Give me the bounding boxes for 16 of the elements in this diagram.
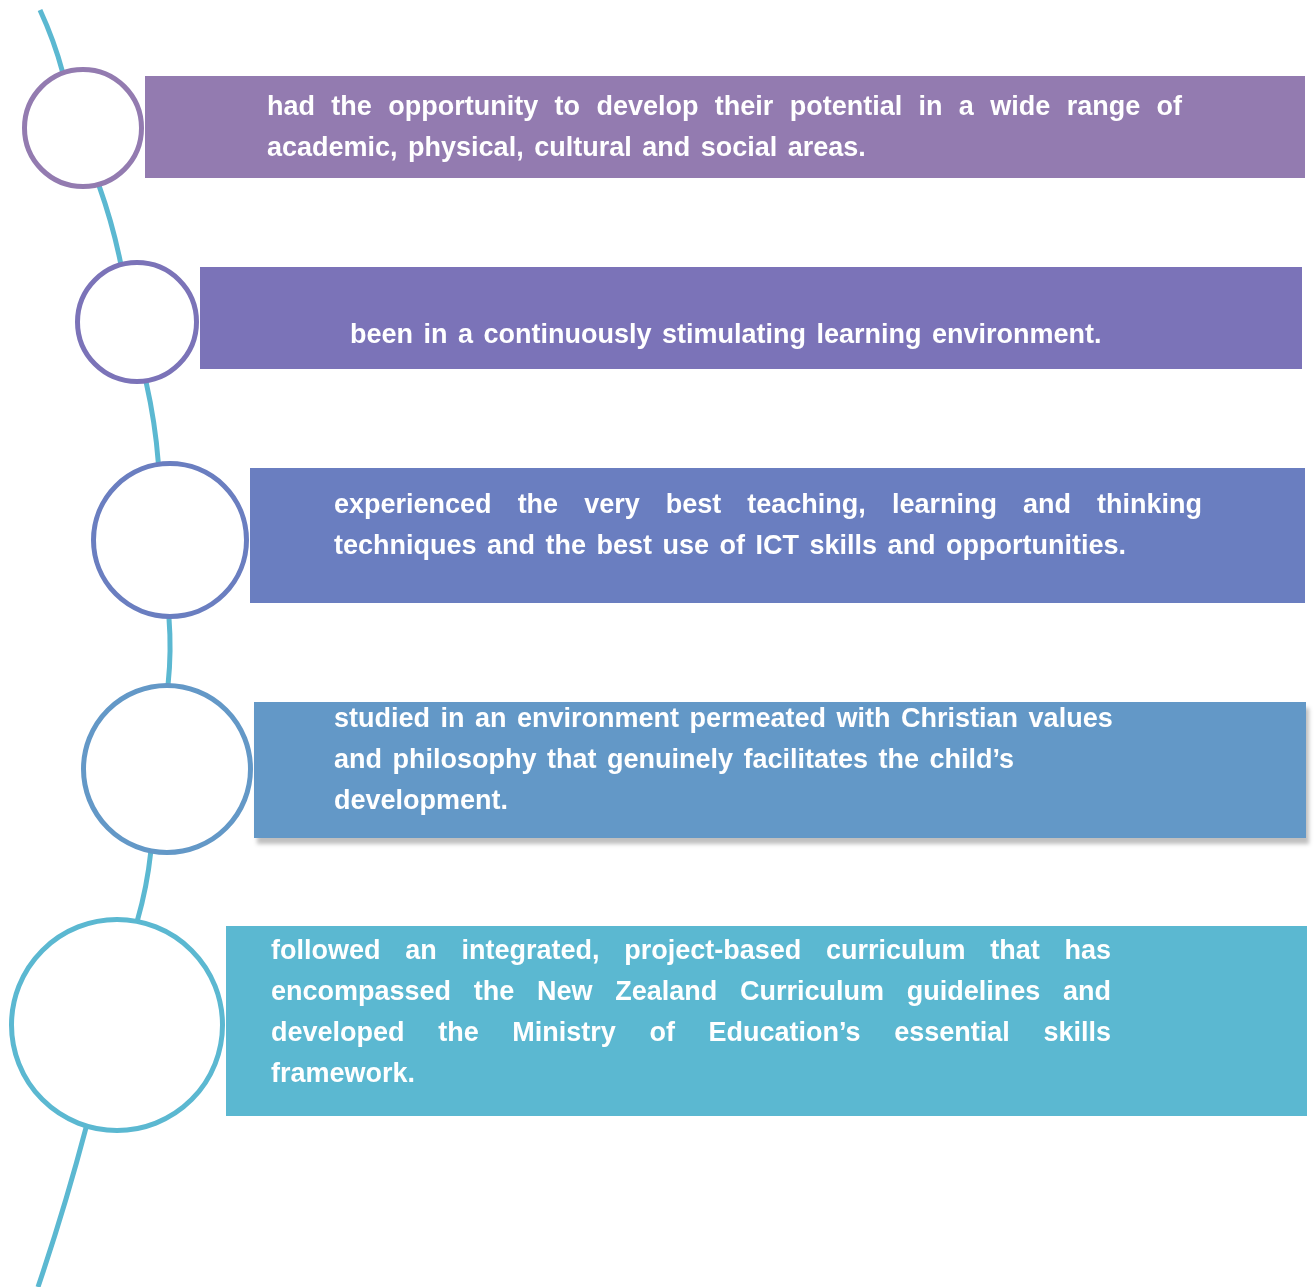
timeline-line xyxy=(135,852,154,921)
banner-bar xyxy=(254,702,1306,838)
timeline-line xyxy=(96,184,124,264)
banner-bar xyxy=(145,76,1305,178)
banner-bar xyxy=(250,468,1305,603)
statement-text: been in a continuously stimulating learning environment. xyxy=(350,318,1103,351)
timeline-line xyxy=(37,8,65,73)
statement-text: experienced the very best teaching, learning and thinking techniques and the best use of ICT skills and opportunities. xyxy=(334,488,1202,562)
banner-bar xyxy=(226,926,1307,1116)
banner-bar xyxy=(200,267,1302,369)
timeline-line xyxy=(143,381,161,464)
timeline-line xyxy=(165,617,173,685)
statement-text: followed an integrated, project-based curriculum that has encompassed the New Zealand Curriculum guidelines and developed the Ministry of Education’s essential skills framework. xyxy=(271,934,1111,1090)
statement-text: studied in an environment permeated with Christian values and philosophy that genuinely facilitates the child’s development. xyxy=(334,702,1114,817)
timeline-line xyxy=(35,1126,89,1287)
statement-text: had the opportunity to develop their potential in a wide range of academic, physical, cultural and social areas. xyxy=(267,90,1182,164)
